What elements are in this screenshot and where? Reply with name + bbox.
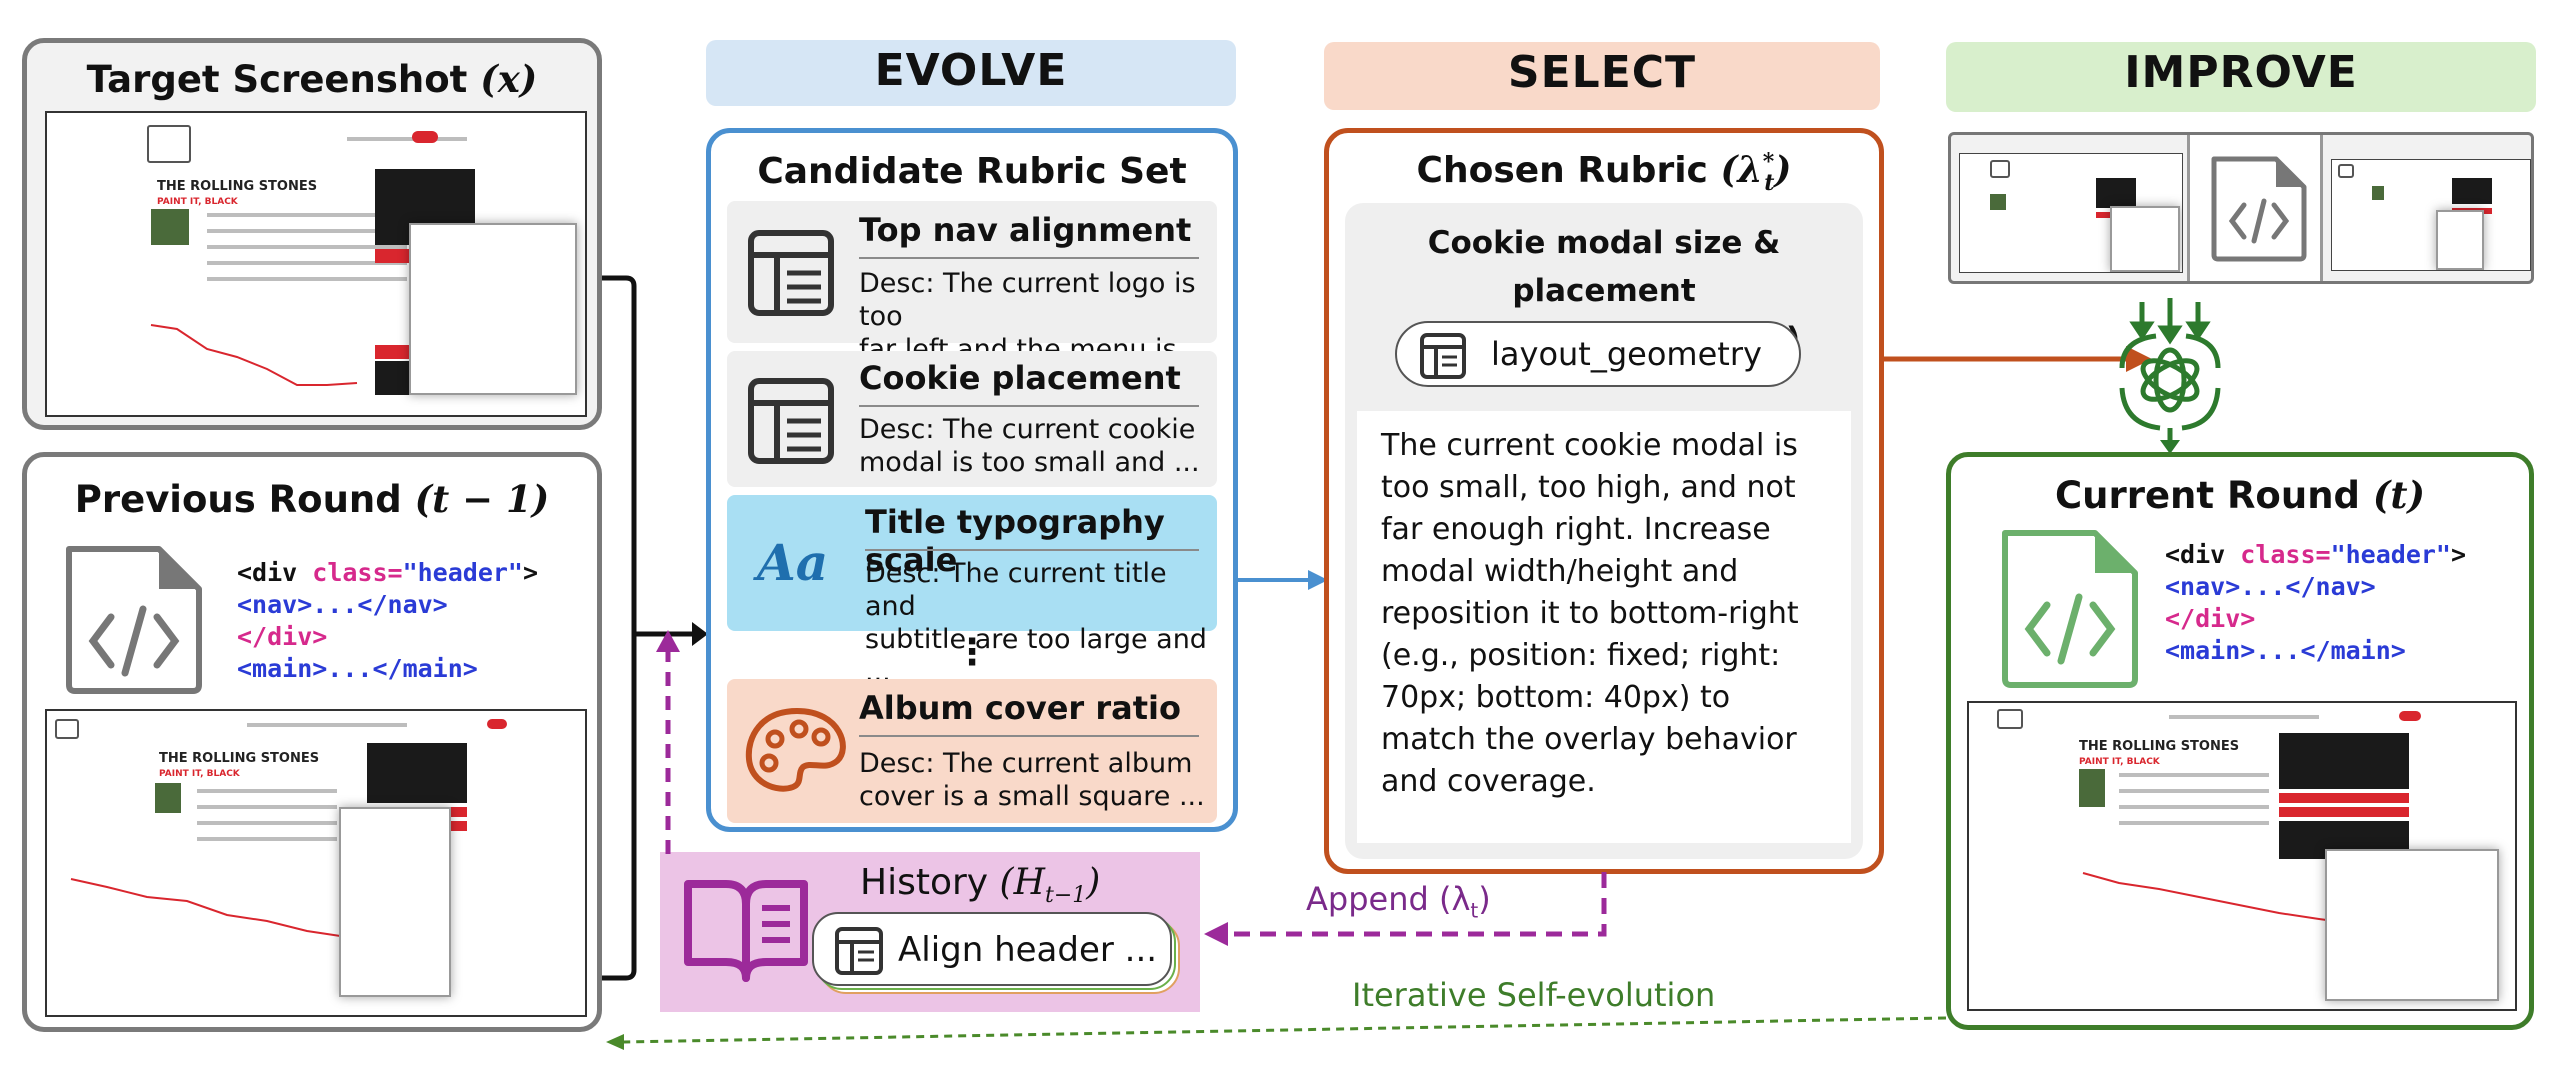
candidate-rubric-title: Candidate Rubric Set	[757, 151, 1187, 192]
current-round-title: Current Round (t)	[2054, 473, 2426, 517]
append-label: Append (λt)	[1306, 880, 1491, 923]
book-icon	[684, 880, 808, 982]
layout-icon	[1420, 333, 1466, 379]
evolve-to-select-arrow	[1238, 570, 1328, 590]
previous-round-panel: Previous Round (t − 1) <div class="heade…	[22, 452, 602, 1032]
previous-code-snippet: <div class="header"> <nav>...</nav> </di…	[237, 558, 539, 683]
target-screenshot-title: Target Screenshot (x)	[86, 57, 538, 101]
select-to-improve-arrow	[1884, 346, 2152, 372]
rubric-card-cookie-placement[interactable]: Cookie placement Desc: The current cooki…	[727, 351, 1217, 487]
history-panel: History (Ht−1) Align header ...	[660, 852, 1200, 1012]
history-title: History (Ht−1)	[860, 862, 1101, 909]
rubric-card-title-typography[interactable]: Aa Title typography scale Desc: The curr…	[727, 495, 1217, 688]
candidate-rubric-panel: Candidate Rubric Set Top nav alignment D…	[706, 128, 1238, 832]
improve-inputs	[1948, 132, 2534, 284]
iterative-loop-label: Iterative Self-evolution	[1352, 976, 1716, 1014]
layout-icon	[748, 230, 834, 316]
llm-refine-icon	[2119, 298, 2221, 454]
code-file-icon	[66, 546, 202, 694]
chosen-rubric-title: Chosen Rubric (λ*t)	[1416, 149, 1792, 197]
iterative-loop-arrow	[606, 1016, 1947, 1050]
merge-bracket	[602, 275, 708, 981]
current-round-render: THE ROLLING STONES PAINT IT, BLACK	[1967, 701, 2517, 1011]
chosen-rubric-body: The current cookie modal is too small, t…	[1357, 411, 1851, 843]
select-header: SELECT	[1324, 42, 1880, 110]
target-screenshot-image: THE ROLLING STONES PAINT IT, BLACK	[45, 111, 587, 417]
mini-track-name: PAINT IT, BLACK	[157, 197, 238, 207]
rubric-card-album-cover[interactable]: Album cover ratio Desc: The current albu…	[727, 679, 1217, 823]
current-round-panel: Current Round (t) <div class="header"> <…	[1946, 452, 2534, 1030]
evolve-header: EVOLVE	[706, 40, 1236, 106]
current-code-snippet: <div class="header"> <nav>...</nav> </di…	[2165, 540, 2467, 665]
more-rubrics-ellipsis: ⋮	[954, 632, 990, 673]
improve-input-previous	[2331, 159, 2531, 271]
target-screenshot-panel: Target Screenshot (x) THE ROLLING STONES…	[22, 38, 602, 430]
code-file-icon	[2002, 530, 2138, 688]
mini-band-name: THE ROLLING STONES	[157, 179, 318, 194]
rubric-card-top-nav[interactable]: Top nav alignment Desc: The current logo…	[727, 201, 1217, 365]
improve-header: IMPROVE	[1946, 42, 2536, 112]
chosen-rubric-panel: Chosen Rubric (λ*t) Cookie modal size & …	[1324, 128, 1884, 874]
mini-cookie-modal	[409, 223, 577, 395]
mini-cookie-modal	[339, 807, 451, 997]
improve-input-target	[1959, 153, 2183, 273]
layout-icon	[748, 378, 834, 464]
history-entry-card[interactable]: Align header ...	[812, 912, 1172, 986]
previous-round-render: THE ROLLING STONES PAINT IT, BLACK	[45, 709, 587, 1017]
previous-round-title: Previous Round (t − 1)	[74, 477, 550, 521]
chosen-rubric-card: Cookie modal size & placement (bottom-ri…	[1345, 203, 1863, 859]
typography-icon: Aa	[757, 533, 829, 592]
mini-chart-line	[150, 324, 358, 386]
palette-icon	[745, 708, 846, 792]
code-file-icon	[2211, 156, 2307, 262]
mini-cookie-modal	[2325, 849, 2499, 1001]
append-arrow	[1204, 872, 1607, 946]
rubric-category-tag: layout_geometry	[1395, 321, 1801, 387]
history-feedback-arrow	[656, 630, 680, 854]
layout-icon	[835, 927, 883, 975]
